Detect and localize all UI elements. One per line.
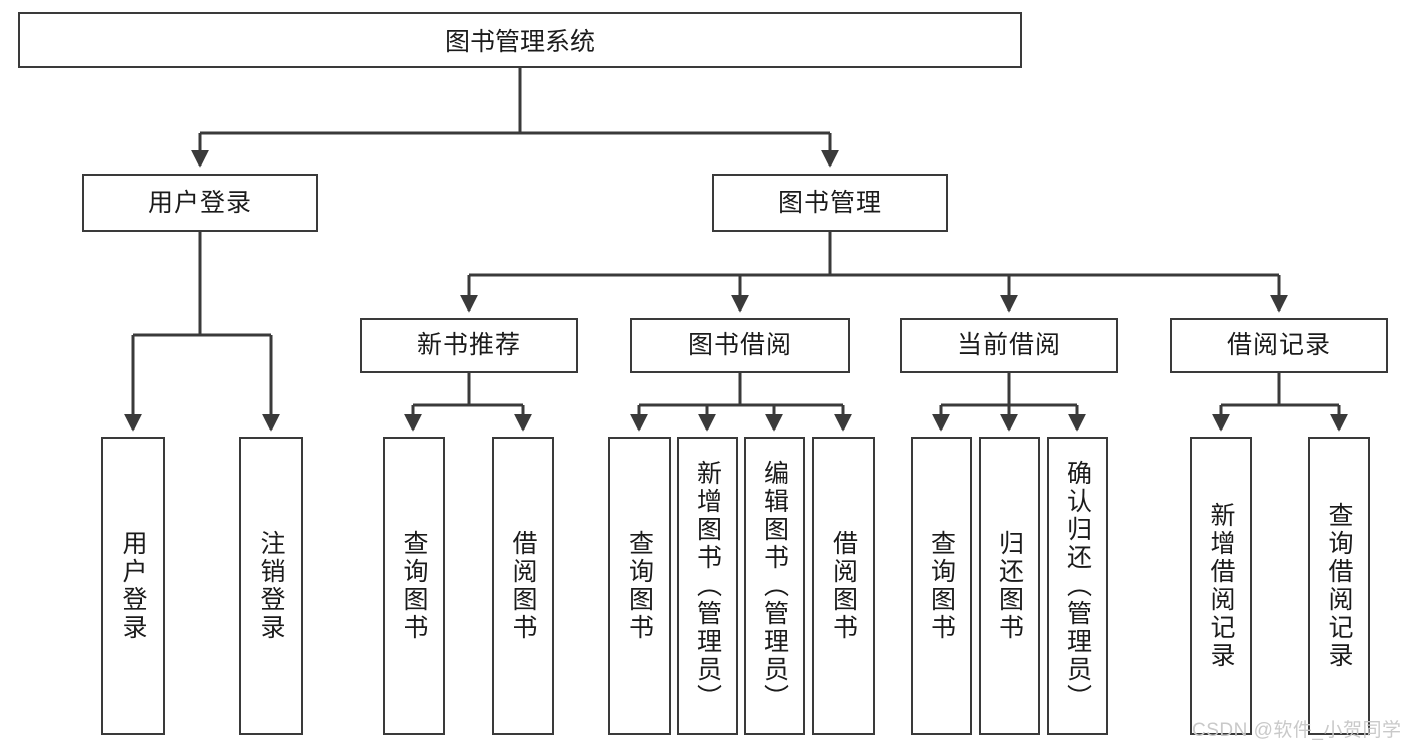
leaf-recommend-borrow-book-label: 借阅图书 xyxy=(509,530,537,642)
leaf-add-borrow-record[interactable]: 新增借阅记录 xyxy=(1190,437,1252,735)
leaf-current-query-book-label: 查询图书 xyxy=(927,530,956,642)
node-book-management[interactable]: 图书管理 xyxy=(712,174,948,232)
leaf-borrow-book[interactable]: 借阅图书 xyxy=(812,437,875,735)
leaf-logout-label: 注销登录 xyxy=(257,530,285,642)
node-borrow-record[interactable]: 借阅记录 xyxy=(1170,318,1388,373)
leaf-add-borrow-record-label: 新增借阅记录 xyxy=(1207,502,1235,670)
leaf-borrow-query-book-label: 查询图书 xyxy=(625,530,654,642)
leaf-return-book[interactable]: 归还图书 xyxy=(979,437,1040,735)
leaf-edit-book-admin[interactable]: 编辑图书（管理员） xyxy=(744,437,805,735)
node-root-book-management-system[interactable]: 图书管理系统 xyxy=(18,12,1022,68)
leaf-add-book-admin[interactable]: 新增图书（管理员） xyxy=(677,437,738,735)
node-book-borrow[interactable]: 图书借阅 xyxy=(630,318,850,373)
leaf-recommend-borrow-book[interactable]: 借阅图书 xyxy=(492,437,554,735)
leaf-confirm-return-admin-label: 确认归还（管理员） xyxy=(1063,460,1092,712)
leaf-query-borrow-record-label: 查询借阅记录 xyxy=(1325,502,1353,670)
node-new-book-recommend-label: 新书推荐 xyxy=(416,331,521,360)
leaf-edit-book-admin-label: 编辑图书（管理员） xyxy=(760,460,789,712)
leaf-recommend-query-book[interactable]: 查询图书 xyxy=(383,437,445,735)
node-root-label: 图书管理系统 xyxy=(444,28,595,56)
leaf-logout[interactable]: 注销登录 xyxy=(239,437,303,735)
leaf-borrow-book-label: 借阅图书 xyxy=(829,530,858,642)
node-book-management-label: 图书管理 xyxy=(777,188,882,217)
leaf-return-book-label: 归还图书 xyxy=(995,530,1024,642)
node-borrow-record-label: 借阅记录 xyxy=(1226,331,1331,360)
leaf-user-login-label: 用户登录 xyxy=(119,530,147,642)
leaf-query-borrow-record[interactable]: 查询借阅记录 xyxy=(1308,437,1370,735)
leaf-recommend-query-book-label: 查询图书 xyxy=(400,530,428,642)
leaf-current-query-book[interactable]: 查询图书 xyxy=(911,437,972,735)
node-user-login[interactable]: 用户登录 xyxy=(82,174,318,232)
node-book-borrow-label: 图书借阅 xyxy=(687,331,792,360)
node-current-borrow-label: 当前借阅 xyxy=(956,331,1061,360)
leaf-add-book-admin-label: 新增图书（管理员） xyxy=(693,460,722,712)
leaf-user-login[interactable]: 用户登录 xyxy=(101,437,165,735)
leaf-borrow-query-book[interactable]: 查询图书 xyxy=(608,437,671,735)
node-new-book-recommend[interactable]: 新书推荐 xyxy=(360,318,578,373)
leaf-confirm-return-admin[interactable]: 确认归还（管理员） xyxy=(1047,437,1108,735)
node-current-borrow[interactable]: 当前借阅 xyxy=(900,318,1118,373)
node-user-login-label: 用户登录 xyxy=(147,188,252,217)
